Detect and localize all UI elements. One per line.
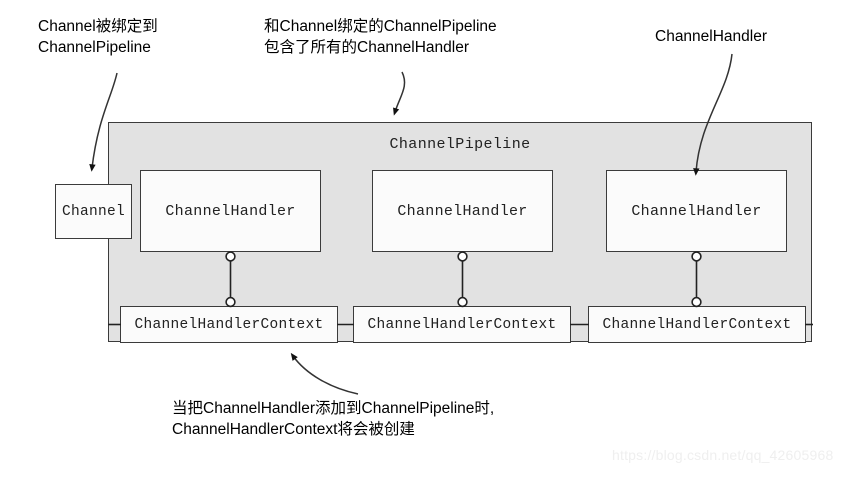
channelhandlercontext-box-2: ChannelHandlerContext [353,306,571,343]
arrow-to-channelhandlercontext [290,352,359,395]
channelhandler-box-3: ChannelHandler [606,170,787,252]
channel-label: Channel [61,203,125,220]
annotation-channelhandler: ChannelHandler [655,28,768,45]
channelhandlercontext-label-1: ChannelHandlerContext [134,316,324,333]
channelhandler-box-2: ChannelHandler [372,170,553,252]
annotation-channel-binding: Channel被绑定到 ChannelPipeline [38,18,158,56]
arrow-to-pipeline [393,71,406,116]
annotation-pipeline-contains-handlers: 和Channel绑定的ChannelPipeline 包含了所有的Channel… [264,18,497,56]
channelhandler-label-2: ChannelHandler [397,202,528,220]
channelhandlercontext-box-1: ChannelHandlerContext [120,306,338,343]
channelhandler-label-1: ChannelHandler [165,202,296,220]
annotation-context-created: 当把ChannelHandler添加到ChannelPipeline时, Cha… [172,400,495,438]
channelhandlercontext-label-2: ChannelHandlerContext [367,316,557,333]
channelhandler-box-1: ChannelHandler [140,170,321,252]
channel-box: Channel [55,184,132,239]
channelhandlercontext-box-3: ChannelHandlerContext [588,306,806,343]
channelhandler-label-3: ChannelHandler [631,202,762,220]
channelhandlercontext-label-3: ChannelHandlerContext [602,316,792,333]
channelpipeline-label: ChannelPipeline [389,136,531,153]
watermark: https://blog.csdn.net/qq_42605968 [612,447,834,463]
